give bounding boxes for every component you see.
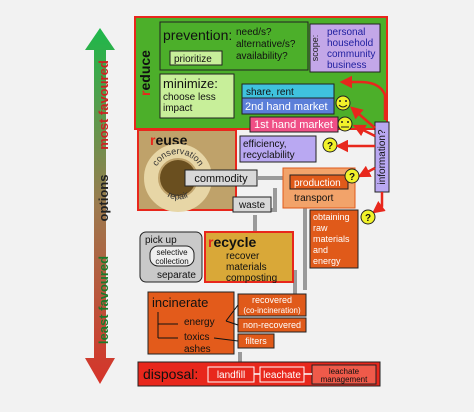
reuse-label: reuse xyxy=(150,132,188,148)
energy-label: energy xyxy=(184,317,215,328)
first-hand-label: 1st hand market xyxy=(254,119,333,131)
recovered-line-1: recovered xyxy=(252,295,292,305)
smiley-happy-icon xyxy=(335,95,351,111)
pickup-label: pick up xyxy=(145,235,177,246)
disposal-group: disposal: landfill leachate leachate man… xyxy=(137,361,381,387)
question-alternative: alternative/s? xyxy=(236,39,296,50)
svg-text:?: ? xyxy=(349,172,355,183)
svg-text:?: ? xyxy=(327,141,333,152)
waste-label: waste xyxy=(238,200,266,211)
recover-line-1: recover xyxy=(226,251,260,262)
smiley-neutral-icon xyxy=(337,116,353,132)
raw-line-1: obtaining xyxy=(313,212,350,222)
scope-box xyxy=(309,23,381,73)
raw-line-4: and xyxy=(313,245,328,255)
minimize-label: minimize: xyxy=(163,76,218,91)
reduce-label: reduce xyxy=(137,50,153,96)
efficiency-label-2: recyclability xyxy=(243,150,295,161)
market-group: share, rent 2nd hand market 1st hand mar… xyxy=(239,75,390,214)
minimize-box xyxy=(159,73,235,119)
selective-box xyxy=(149,245,195,267)
favour-axis: most favoured options least favoured xyxy=(85,28,115,384)
efficiency-box xyxy=(239,135,317,163)
incinerate-box xyxy=(147,291,235,355)
minimize-sub-1: choose less xyxy=(163,92,216,103)
reduce-group: reduce prevention: need/s? alternative/s… xyxy=(134,16,388,130)
axis-least-favoured: least favoured xyxy=(96,256,111,344)
separate-label: separate xyxy=(157,270,196,281)
recover-line-3: composting xyxy=(226,273,277,284)
production-group: production transport ? obtaining raw mat… xyxy=(282,167,376,269)
axis-arrow-shape xyxy=(85,28,115,384)
reuse-ring-repair: repair xyxy=(166,189,190,201)
raw-materials-box xyxy=(309,209,359,269)
axis-most-favoured: most favoured xyxy=(96,60,111,150)
information-label: information? xyxy=(377,129,388,184)
ashes-label: ashes xyxy=(184,344,211,355)
share-rent-label: share, rent xyxy=(246,87,294,98)
leachate-mgmt-line-2: management xyxy=(321,375,368,384)
incinerate-group: incinerate energy toxics ashes recovered… xyxy=(147,291,307,355)
recycle-label: recycle xyxy=(208,234,256,250)
selective-line-1: selective xyxy=(156,248,188,257)
second-hand-box xyxy=(241,97,335,115)
commodity-label: commodity xyxy=(194,173,248,185)
raw-line-5: energy xyxy=(313,256,341,266)
landfill-label: landfill xyxy=(217,370,245,381)
scope-label: scope: xyxy=(310,35,320,62)
axis-options: options xyxy=(96,175,111,222)
incinerate-branch-lines xyxy=(157,312,178,339)
incinerate-label: incinerate xyxy=(152,295,208,310)
question-bubble-production-icon: ? xyxy=(344,168,360,184)
reuse-group: reuse conservation repair commodity wast… xyxy=(137,129,272,213)
leachate-label: leachate xyxy=(263,370,301,381)
svg-text:?: ? xyxy=(365,213,371,224)
prevention-label: prevention: xyxy=(163,27,232,43)
question-bubble-raw-icon: ? xyxy=(360,209,376,225)
recover-line-2: materials xyxy=(226,262,267,273)
minimize-sub-2: impact xyxy=(163,103,193,114)
leachate-mgmt-line-1: leachate xyxy=(329,367,360,376)
recovered-line-2: (co-incineration) xyxy=(243,306,301,315)
toxics-label: toxics xyxy=(184,332,210,343)
recycle-group: pick up selective collection separate re… xyxy=(139,231,294,284)
raw-line-2: raw xyxy=(313,223,328,233)
scope-community: community xyxy=(327,49,375,60)
scope-business: business xyxy=(327,60,366,71)
transport-label: transport xyxy=(294,193,334,204)
prioritize-box xyxy=(169,50,223,66)
second-hand-label: 2nd hand market xyxy=(245,101,328,113)
question-need: need/s? xyxy=(236,27,272,38)
efficiency-label-1: efficiency, xyxy=(243,139,287,150)
selective-line-2: collection xyxy=(155,257,188,266)
waste-box xyxy=(232,196,272,213)
disposal-label: disposal: xyxy=(143,366,198,382)
commodity-box xyxy=(184,169,258,187)
information-arrows xyxy=(335,75,387,214)
production-label: production xyxy=(294,178,341,189)
scope-household: household xyxy=(327,38,373,49)
question-bubble-efficiency-icon: ? xyxy=(322,137,338,153)
filters-label: filters xyxy=(245,336,267,346)
raw-line-3: materials xyxy=(313,234,350,244)
prioritize-label: prioritize xyxy=(174,54,212,65)
non-recovered-label: non-recovered xyxy=(243,320,301,330)
scope-personal: personal xyxy=(327,27,365,38)
reuse-ring-center xyxy=(160,160,196,196)
recycle-box xyxy=(204,231,294,283)
question-availability: availability? xyxy=(236,51,288,62)
